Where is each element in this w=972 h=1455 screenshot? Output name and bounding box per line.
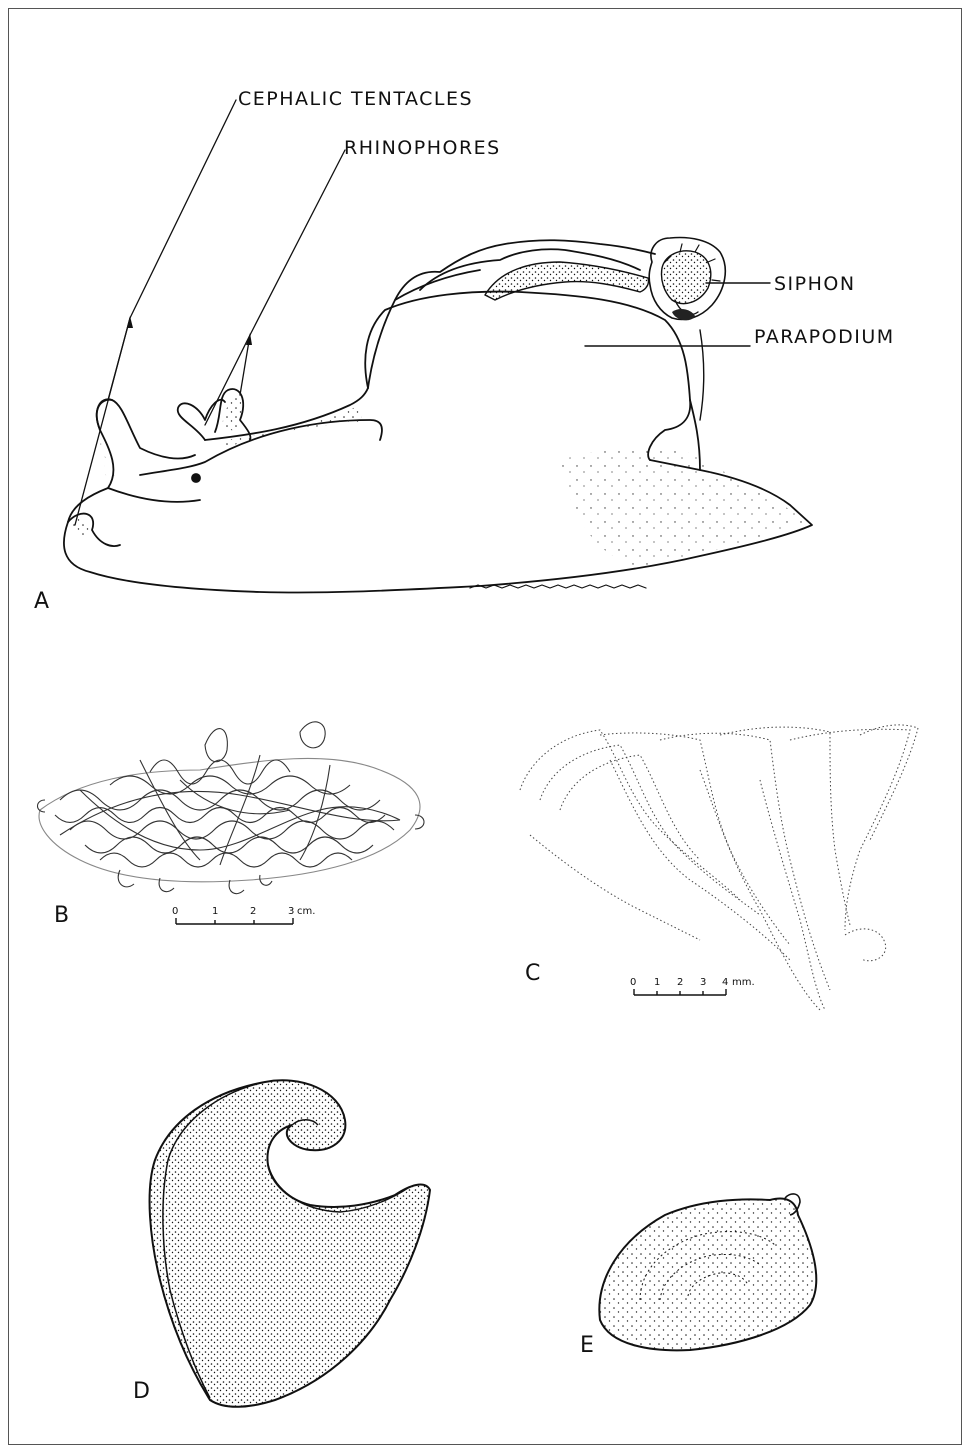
panel-c-egg-string-detail <box>520 725 918 1010</box>
label-parapodium: PARAPODIUM <box>754 326 895 348</box>
shell-e-outline <box>599 1199 816 1351</box>
panel-letter-c: C <box>525 961 540 986</box>
panel-b-scale-unit: cm. <box>297 906 315 917</box>
parapodium-outline <box>368 240 655 388</box>
panel-c-scale-tick-1: 1 <box>654 977 660 988</box>
panel-c-scale-tick-0: 0 <box>630 977 636 988</box>
head-outline <box>68 400 195 522</box>
leader-rhinophores-1 <box>250 150 345 335</box>
panel-b-egg-string-mass <box>38 722 425 894</box>
panel-c-scale-bar <box>634 989 726 995</box>
panel-letter-a: A <box>34 589 49 614</box>
panel-letter-d: D <box>133 1379 150 1404</box>
label-siphon: SIPHON <box>774 273 856 295</box>
leader-cephalic-tentacles-3 <box>75 318 130 525</box>
panel-b-scale-tick-1: 1 <box>212 906 218 917</box>
eye-spot <box>192 474 200 482</box>
panel-d-shell-drawing <box>150 1080 430 1406</box>
panel-e-shell-drawing <box>599 1194 816 1350</box>
panel-letter-b: B <box>54 903 69 928</box>
leader-cephalic-tentacles-1 <box>130 100 236 318</box>
panel-c-scale-unit: mm. <box>732 977 755 988</box>
label-rhinophores: RHINOPHORES <box>344 137 501 159</box>
label-cephalic-tentacles: CEPHALIC TENTACLES <box>238 88 473 110</box>
panel-b-scale-tick-2: 2 <box>250 906 256 917</box>
panel-a-sea-hare-drawing <box>64 100 812 593</box>
siphon-drawing <box>649 238 725 321</box>
panel-c-scale-tick-2: 2 <box>677 977 683 988</box>
panel-b-scale-bar <box>176 918 293 924</box>
panel-b-scale-tick-0: 0 <box>172 906 178 917</box>
panel-letter-e: E <box>580 1333 594 1358</box>
panel-c-scale-tick-4: 4 <box>722 977 728 988</box>
panel-c-scale-tick-3: 3 <box>700 977 706 988</box>
panel-b-scale-tick-3: 3 <box>288 906 294 917</box>
